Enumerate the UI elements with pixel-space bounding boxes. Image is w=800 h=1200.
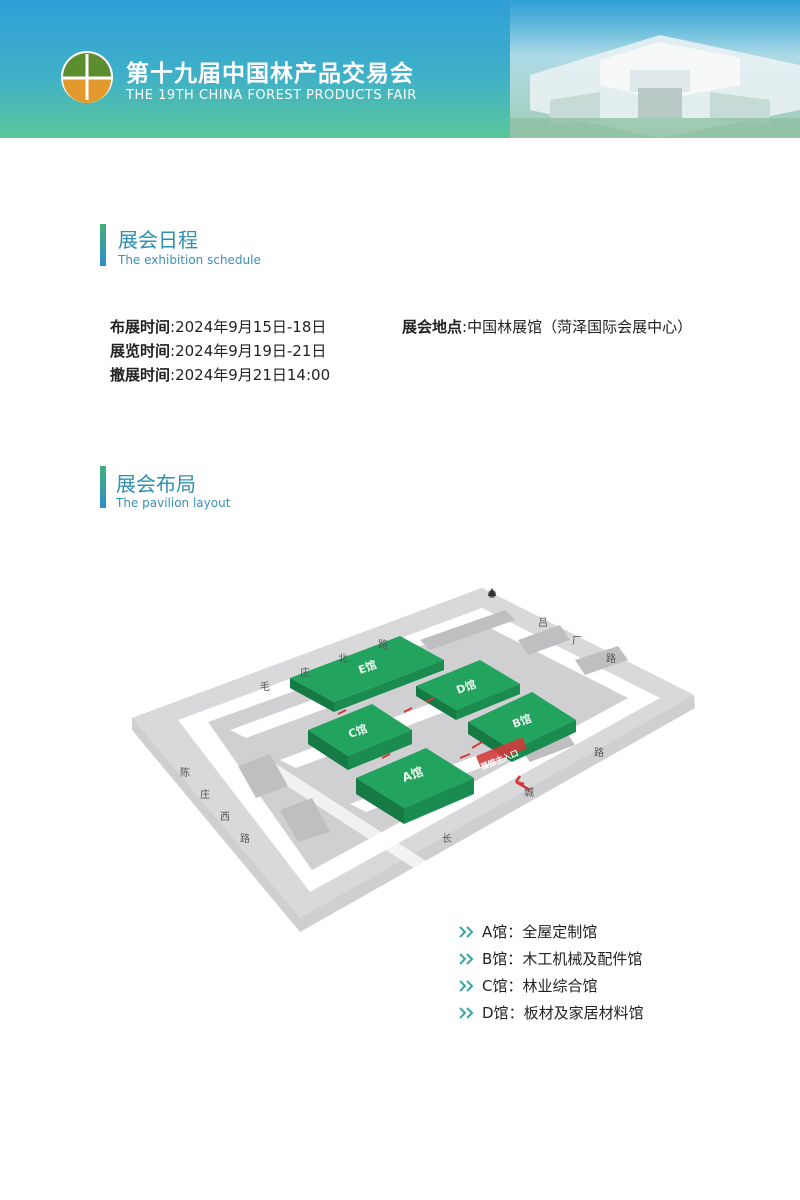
- svg-text:西: 西: [220, 812, 230, 823]
- hall-c: C馆: [308, 704, 412, 770]
- schedule-label: 布展时间: [110, 318, 171, 336]
- hall-d-label: D馆: [454, 677, 478, 697]
- hall-legend: A馆：全屋定制馆 B馆：木工机械及配件馆 C馆：林业综合馆 D馆：板材及家居材料…: [458, 918, 644, 1026]
- double-chevron-icon: [459, 925, 474, 938]
- legend-item-d: D馆：板材及家居材料馆: [458, 999, 644, 1026]
- svg-text:路: 路: [606, 652, 616, 665]
- venue-label: 展会地点: [402, 318, 463, 336]
- schedule-label: 撤展时间: [110, 366, 171, 384]
- hall-b-label: B馆: [510, 711, 533, 731]
- hall-e: E馆: [290, 636, 444, 712]
- double-chevron-icon: [459, 1006, 474, 1019]
- hall-e-label: E馆: [356, 657, 378, 676]
- hall-a-label: A馆: [400, 763, 425, 784]
- layout-section-title: 展会布局: [116, 472, 196, 496]
- layout-section-subtitle: The pavilion layout: [116, 496, 231, 510]
- connector-arrows: [337, 697, 483, 759]
- schedule-value: 2024年9月21日14:00: [175, 366, 331, 384]
- schedule-value: 2024年9月15日-18日: [175, 318, 327, 336]
- svg-text:庄: 庄: [300, 666, 310, 679]
- double-chevron-icon: [459, 979, 474, 992]
- svg-text:庄: 庄: [200, 788, 210, 801]
- svg-text:厂: 厂: [572, 636, 582, 647]
- layout-section-bar: [100, 466, 106, 508]
- hall-d: D馆: [416, 660, 520, 720]
- schedule-label: 展览时间: [110, 342, 171, 360]
- svg-text:路: 路: [240, 832, 250, 845]
- schedule-section-bar: [100, 224, 106, 266]
- legend-item-b: B馆：木工机械及配件馆: [458, 945, 644, 972]
- schedule-row-exhibit: 展览时间:2024年9月19日-21日: [110, 342, 327, 360]
- exhibition-center-photo: [510, 0, 800, 138]
- schedule-value: 2024年9月19日-21日: [175, 342, 327, 360]
- schedule-section-title: 展会日程: [118, 228, 198, 252]
- pavilion-map: E馆 D馆 C馆 B馆 A馆 展馆主入口: [132, 588, 695, 932]
- header-banner: 第十九届中国林产品交易会 THE 19TH CHINA FOREST PRODU…: [0, 0, 800, 138]
- venue-value: 中国林展馆（菏泽国际会展中心）: [467, 318, 693, 336]
- schedule-row-teardown: 撤展时间:2024年9月21日14:00: [110, 366, 331, 384]
- double-chevron-icon: [459, 952, 474, 965]
- svg-text:城: 城: [524, 787, 534, 799]
- hall-a: A馆: [356, 748, 474, 824]
- fair-logo: [61, 51, 113, 103]
- svg-text:路: 路: [594, 746, 604, 759]
- legend-item-c: C馆：林业综合馆: [458, 972, 644, 999]
- road-labels: 毛 庄 北 路 吕 厂 路 长 城 路 陈 庄 西 路: [180, 617, 616, 845]
- svg-text:陈: 陈: [180, 766, 190, 779]
- legend-item-a: A馆：全屋定制馆: [458, 918, 644, 945]
- svg-text:吕: 吕: [538, 617, 548, 629]
- schedule-section-subtitle: The exhibition schedule: [118, 253, 261, 267]
- compass-icon: [488, 588, 496, 598]
- schedule-row-setup: 布展时间:2024年9月15日-18日: [110, 318, 327, 336]
- fair-title-cn: 第十九届中国林产品交易会: [126, 61, 414, 87]
- svg-text:北: 北: [338, 653, 348, 665]
- svg-text:路: 路: [378, 638, 388, 651]
- fair-title-en: THE 19TH CHINA FOREST PRODUCTS FAIR: [126, 88, 417, 103]
- svg-text:毛: 毛: [260, 681, 270, 693]
- svg-text:长: 长: [442, 833, 452, 845]
- hall-c-label: C馆: [346, 721, 369, 741]
- schedule-venue: 展会地点:中国林展馆（菏泽国际会展中心）: [402, 318, 693, 336]
